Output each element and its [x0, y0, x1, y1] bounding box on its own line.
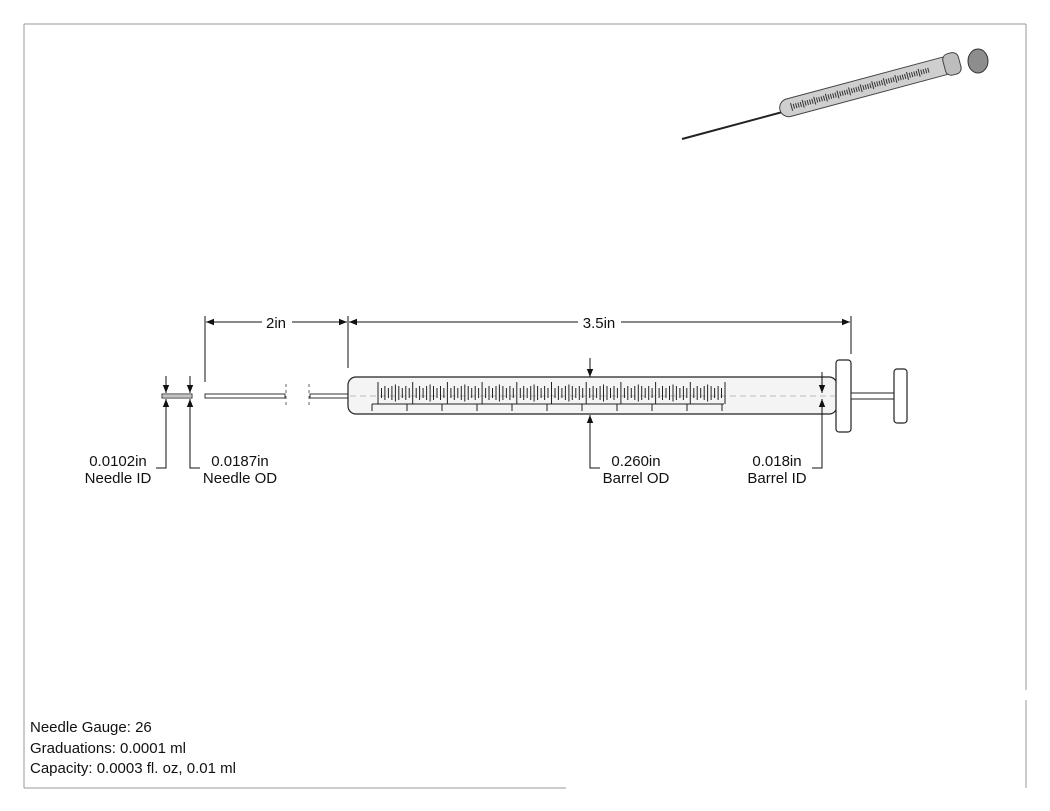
needle-od-label: Needle OD: [203, 470, 277, 487]
needle-break-marks: [285, 384, 310, 408]
needle-id-label: Needle ID: [85, 470, 152, 487]
barrel-od-value: 0.260in: [611, 453, 660, 470]
barrel-length-label: 3.5in: [583, 315, 616, 332]
capacity-text: Capacity: 0.0003 fl. oz, 0.01 ml: [30, 760, 236, 777]
plunger-rod: [850, 392, 895, 400]
finger-flange: [835, 359, 852, 433]
barrel-id-value: 0.018in: [752, 453, 801, 470]
needle-cross-section: [161, 393, 193, 399]
needle-length-label: 2in: [266, 315, 286, 332]
graduation-marks: [371, 382, 726, 411]
sheet-border: [23, 23, 1027, 789]
syringe-front-view: [161, 359, 908, 433]
plunger-thumb-press: [893, 368, 908, 424]
needle: [204, 393, 351, 399]
spec-notes: Needle Gauge: 26 Graduations: 0.0001 ml …: [30, 718, 236, 780]
syringe-isometric-thumbnail: [681, 48, 989, 140]
needle-gauge-text: Needle Gauge: 26: [30, 719, 152, 736]
graduations-text: Graduations: 0.0001 ml: [30, 739, 186, 757]
dimension-annotations: [156, 316, 852, 469]
barrel-id-label: Barrel ID: [747, 470, 806, 487]
needle-od-value: 0.0187in: [211, 453, 269, 470]
needle-id-value: 0.0102in: [89, 453, 147, 470]
barrel-od-label: Barrel OD: [603, 470, 670, 487]
